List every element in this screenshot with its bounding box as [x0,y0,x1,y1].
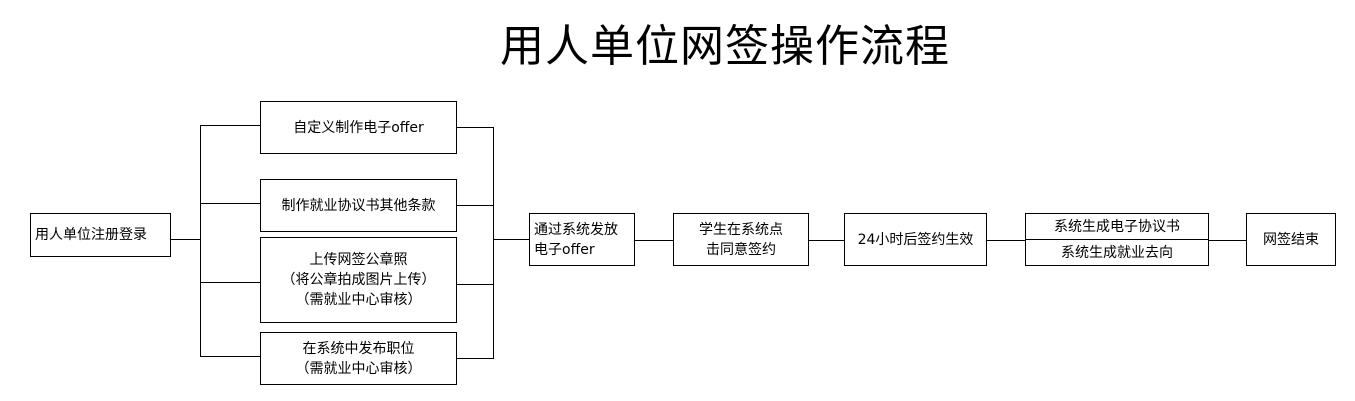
seal-upload-box: 上传网签公章照 （将公章拍成图片上传） （需就业中心审核） [260,237,457,323]
connector-line [986,240,1026,242]
effective-box: 24小时后签约生效 [844,213,987,266]
connector-line [170,239,201,241]
seal-upload-line: （需就业中心审核） [295,292,422,308]
student-sign-box: 学生在系统点 击同意签约 [673,213,809,266]
connector-line [493,239,530,241]
seal-upload-line: （将公章拍成图片上传） [281,272,436,288]
send-offer-line: 电子offer [534,241,595,258]
connector-line [200,125,261,127]
connector-line [808,240,845,242]
custom-offer-box: 自定义制作电子offer [260,101,457,154]
agreement-clauses-box: 制作就业协议书其他条款 [260,179,457,232]
post-job-box: 在系统中发布职位 （需就业中心审核） [260,332,457,385]
effective-label: 24小时后签约生效 [857,231,974,248]
post-job-line: 在系统中发布职位 [302,340,415,357]
register-label: 用人单位注册登录 [35,227,147,243]
connector-line [456,127,494,129]
post-job-line: （需就业中心审核） [295,360,422,377]
custom-offer-label: 自定义制作电子offer [293,119,424,136]
connector-line [1208,240,1247,242]
end-box: 网签结束 [1246,213,1336,266]
connector-line [200,125,202,357]
send-offer-box: 通过系统发放 电子offer [529,213,635,266]
system-generate-box: 系统生成电子协议书 系统生成就业去向 [1025,213,1209,266]
system-generate-line: 系统生成电子协议书 [1054,218,1180,235]
connector-line [456,358,494,360]
connector-line [200,356,261,358]
connector-line [200,203,261,205]
register-box: 用人单位注册登录 [30,213,171,257]
end-label: 网签结束 [1263,231,1319,248]
student-sign-line: 学生在系统点 [699,221,783,238]
page-title: 用人单位网签操作流程 [500,21,950,72]
connector-line [456,205,494,207]
agreement-clauses-label: 制作就业协议书其他条款 [281,197,436,214]
connector-line [456,284,494,286]
system-generate-line: 系统生成就业去向 [1061,244,1173,261]
box-divider [1026,239,1208,240]
connector-line [634,240,674,242]
seal-upload-line: 上传网签公章照 [309,252,408,268]
send-offer-line: 通过系统发放 [534,221,618,238]
connector-line [493,127,495,359]
student-sign-line: 击同意签约 [706,241,776,258]
connector-line [200,282,261,284]
